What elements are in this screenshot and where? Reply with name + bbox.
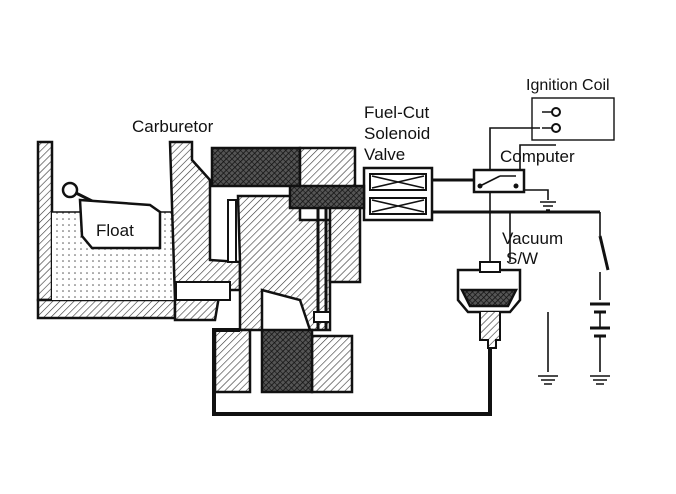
ignition-coil-label: Ignition Coil	[526, 77, 610, 94]
fuel-cut-label-1: Fuel-Cut	[364, 103, 429, 122]
float-label: Float	[96, 221, 134, 240]
computer-box	[472, 168, 526, 194]
vacuum-label-1: Vacuum	[502, 229, 563, 248]
float: Float	[61, 181, 162, 250]
vacuum-switch	[456, 261, 522, 349]
vacuum-label-2: S/W	[506, 249, 538, 268]
fuel-cut-label-3: Valve	[364, 145, 405, 164]
computer-label: Computer	[500, 147, 575, 166]
fuel-cut-solenoid-valve	[288, 166, 434, 222]
fuel-cut-label-2: Solenoid	[364, 124, 430, 143]
vacuum-hose	[212, 328, 492, 416]
wiring	[432, 127, 610, 385]
carburetor-body	[168, 140, 362, 394]
ignition-coil	[531, 97, 615, 141]
carburetor-label: Carburetor	[132, 117, 214, 136]
